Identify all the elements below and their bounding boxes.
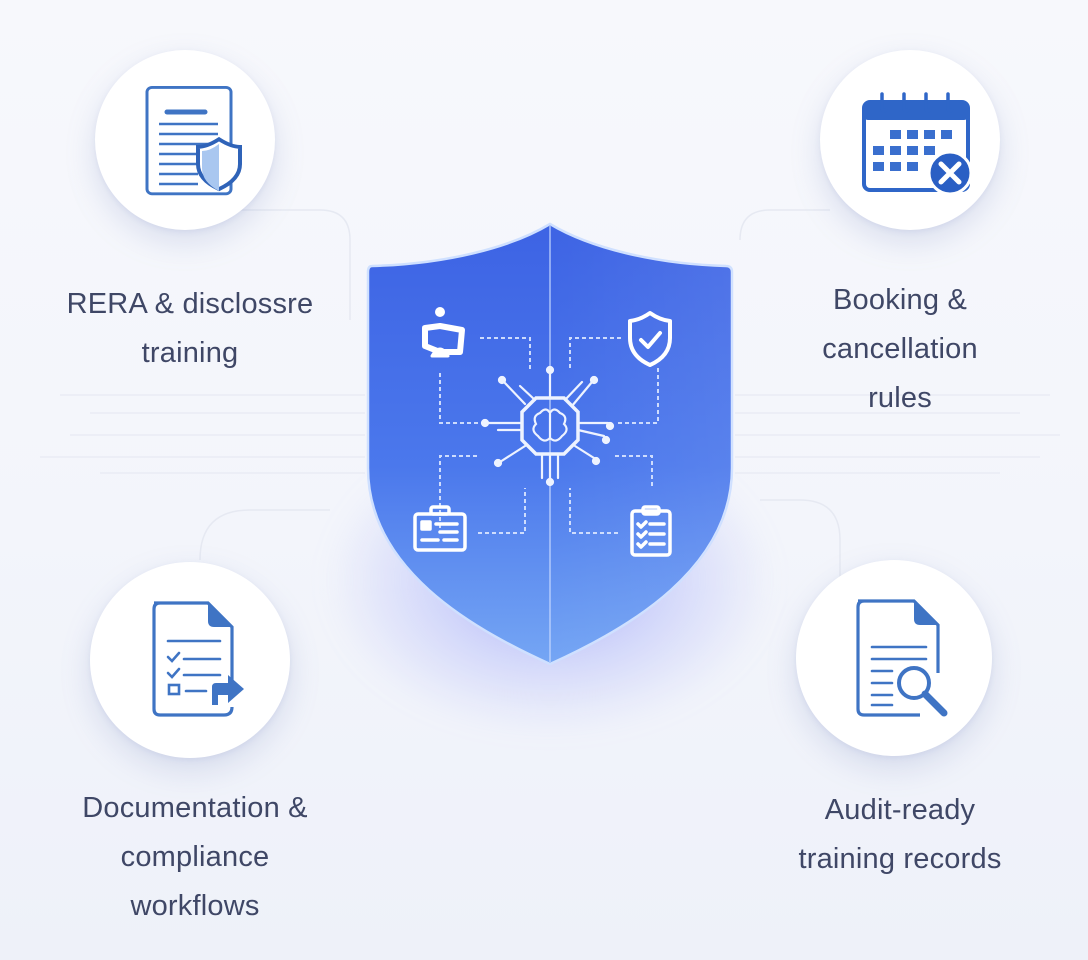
documentation-label-line: Documentation & [82,792,308,824]
rera-icon-circle [95,50,275,230]
documentation-icon-circle [90,562,290,758]
document-search-icon [856,599,948,717]
audit-label-line: training records [798,843,1002,875]
booking-label: Booking & cancellation rules [760,276,1040,423]
central-shield [360,218,740,688]
documentation-label-line: compliance [120,841,270,873]
team-network-icon [422,307,465,358]
shield-check-icon [628,311,672,367]
booking-label-line: Booking & [833,284,967,316]
audit-icon-circle [796,560,992,756]
rera-label: RERA & disclossre training [40,280,340,378]
audit-label: Audit-ready training records [760,786,1040,884]
documentation-label-line: workflows [130,890,260,922]
checklist-clipboard-icon [630,505,672,557]
booking-label-line: cancellation [822,333,978,365]
booking-label-line: rules [868,382,932,414]
id-badge-icon [413,505,467,552]
calendar-cancel-icon [862,92,970,196]
audit-label-line: Audit-ready [824,794,976,826]
document-shield-icon [145,85,242,196]
checklist-document-arrow-icon [152,601,244,717]
documentation-label: Documentation & compliance workflows [40,784,350,931]
ai-brain-chip-icon [480,365,615,487]
rera-label-line: RERA & disclossre [66,288,314,320]
rera-label-line: training [141,337,239,369]
booking-icon-circle [820,50,1000,230]
